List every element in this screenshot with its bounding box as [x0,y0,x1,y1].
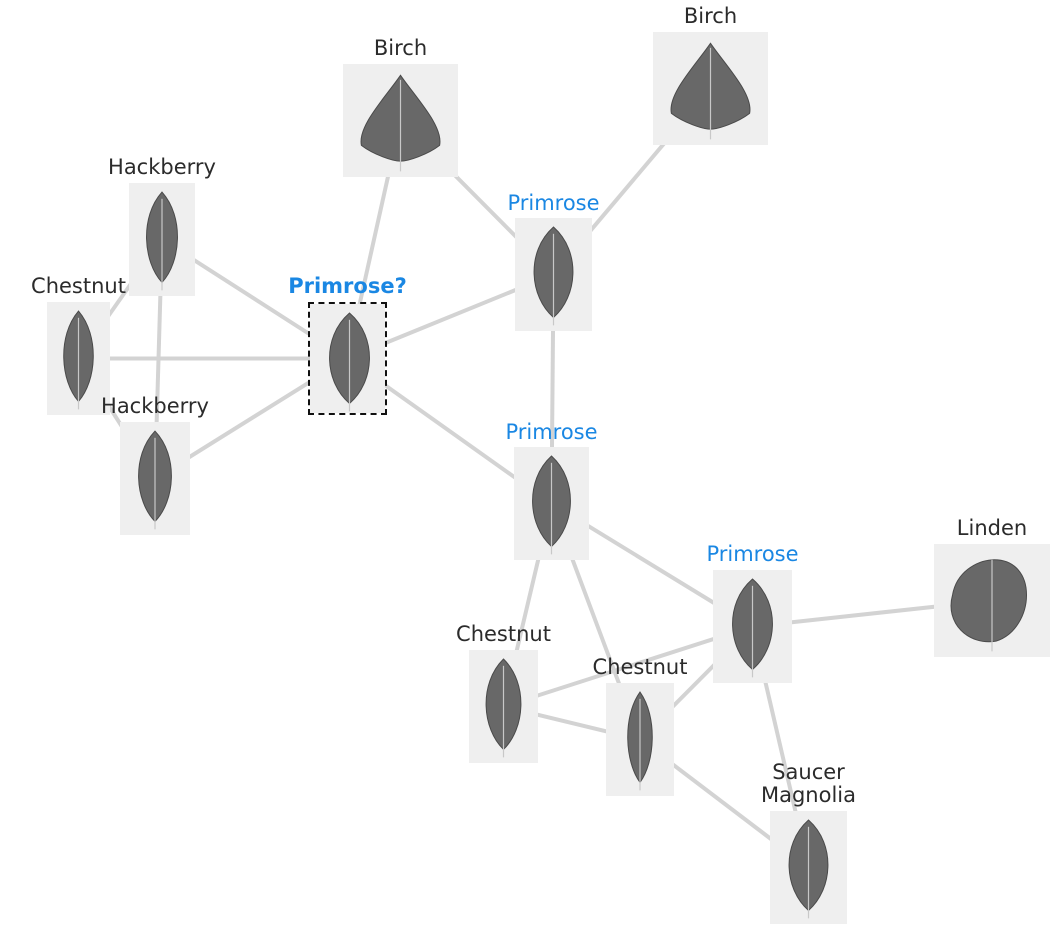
leaf-image-n_birch2[interactable] [653,32,768,145]
node-label-n_chest3: Chestnut [592,655,688,679]
node-label-n_hack1: Hackberry [108,155,216,179]
node-label-n_saucer: Saucer Magnolia [760,760,857,807]
leaf-image-n_prim3[interactable] [713,570,792,683]
leaf-image-n_prim2[interactable] [514,447,589,560]
leaf-icon [950,559,1027,643]
node-label-n_birch2: Birch [683,4,738,28]
leaf-image-n_query[interactable] [308,302,387,415]
node-label-n_chest2: Chestnut [456,622,551,646]
node-label-n_chest1: Chestnut [31,274,126,298]
node-label-n_prim1: Primrose [507,191,600,215]
leaf-image-n_hack2[interactable] [120,422,190,535]
node-label-n_prim2: Primrose [505,420,598,444]
node-label-n_birch1: Birch [373,36,428,60]
leaf-image-n_prim1[interactable] [515,218,592,331]
node-label-n_hack2: Hackberry [101,394,209,418]
leaf-image-n_birch1[interactable] [343,64,458,177]
node-label-n_query: Primrose? [288,274,407,298]
leaf-image-n_chest1[interactable] [47,302,110,415]
node-label-n_prim3: Primrose [706,542,799,566]
leaf-image-n_linden[interactable] [934,544,1050,657]
leaf-image-n_hack1[interactable] [129,183,195,296]
leaf-image-n_chest2[interactable] [469,650,538,763]
leaf-image-n_chest3[interactable] [606,683,674,796]
node-label-n_linden: Linden [956,516,1028,540]
leaf-image-n_saucer[interactable] [770,811,847,924]
graph-edge [502,624,754,709]
